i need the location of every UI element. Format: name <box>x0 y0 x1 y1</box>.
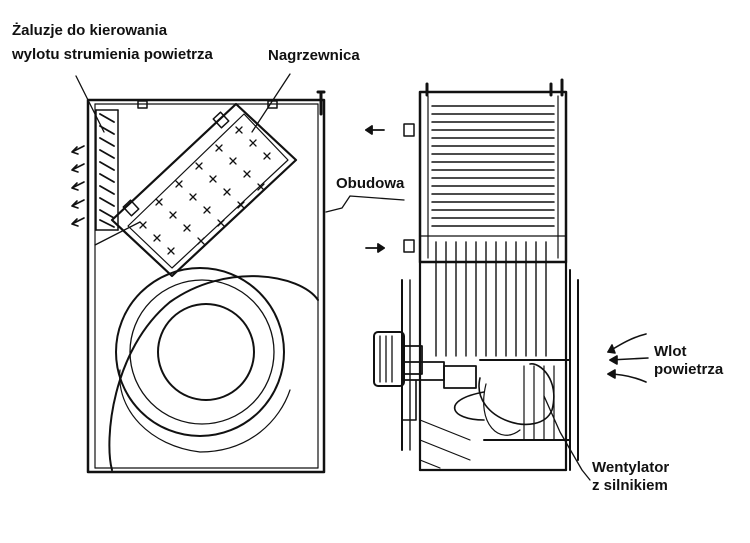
louvers-label-line2: wylotu strumienia powietrza <box>12 46 213 63</box>
fan-label-line2: z silnikiem <box>592 477 668 494</box>
inlet-label: Wlot powietrza <box>654 343 723 379</box>
fan-volute <box>108 267 319 471</box>
housing-label: Obudowa <box>336 175 405 192</box>
fan-label-line1: Wentylator <box>592 459 670 476</box>
fan-wheel-side <box>453 359 571 441</box>
exhaust-arrow <box>365 125 385 135</box>
louvers-label-line1: Żaluzje do kierowania <box>12 22 168 39</box>
inlet-label-line1: Wlot <box>654 343 687 360</box>
heater-label: Nagrzewnica <box>268 47 360 64</box>
louvers-grille <box>95 109 119 231</box>
air-inlet-arrows <box>607 333 649 383</box>
motor <box>373 331 477 421</box>
inlet-label-line2: powietrza <box>654 361 724 378</box>
return-arrow <box>365 243 385 253</box>
heater-coil <box>110 102 298 278</box>
leader-lines <box>75 73 591 481</box>
fan-label: Wentylator z silnikiem <box>592 459 669 495</box>
front-view-housing <box>86 90 326 474</box>
louvers-label: Żaluzje do kierowania wylotu strumienia … <box>12 22 213 64</box>
louvers-outflow-arrows <box>71 145 85 227</box>
